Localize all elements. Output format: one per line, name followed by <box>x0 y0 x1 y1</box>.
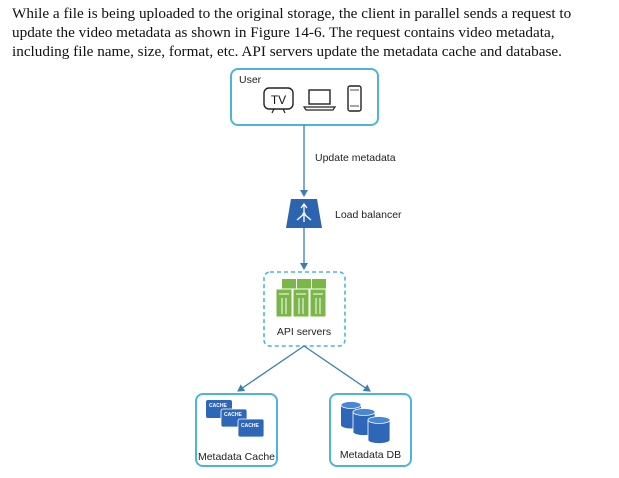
database-icon <box>340 401 391 444</box>
user-label: User <box>239 74 262 86</box>
cache-tag-3: CACHE <box>241 423 259 429</box>
paragraph-line-2: update the video metadata as shown in Fi… <box>12 24 555 41</box>
update-metadata-label: Update metadata <box>315 152 396 164</box>
metadata-cache-label: Metadata Cache <box>198 451 275 463</box>
load-balancer-label: Load balancer <box>335 209 402 221</box>
paragraph-line-1: While a file is being uploaded to the or… <box>12 5 572 22</box>
metadata-cache-node: CACHE CACHE CACHE Metadata Cache <box>195 393 278 467</box>
tv-icon: TV <box>263 87 294 114</box>
load-balancer-icon <box>286 199 322 228</box>
phone-icon <box>347 85 362 112</box>
api-servers-label: API servers <box>277 326 331 338</box>
server-rack-icon <box>275 279 327 318</box>
metadata-db-node: Metadata DB <box>329 393 412 467</box>
arrow-api-to-cache <box>237 345 305 392</box>
tv-label: TV <box>271 93 286 107</box>
paragraph-line-3: including file name, size, format, etc. … <box>12 43 562 60</box>
user-node: User TV <box>230 68 379 126</box>
laptop-icon <box>302 89 337 111</box>
description-paragraph: While a file is being uploaded to the or… <box>12 4 612 61</box>
cache-icon: CACHE CACHE CACHE <box>206 400 265 438</box>
api-servers-node: API servers <box>263 271 346 347</box>
metadata-db-label: Metadata DB <box>340 449 401 461</box>
cache-tag-2: CACHE <box>224 412 242 418</box>
cache-tag-1: CACHE <box>209 403 227 409</box>
arrow-api-to-db <box>303 345 371 392</box>
